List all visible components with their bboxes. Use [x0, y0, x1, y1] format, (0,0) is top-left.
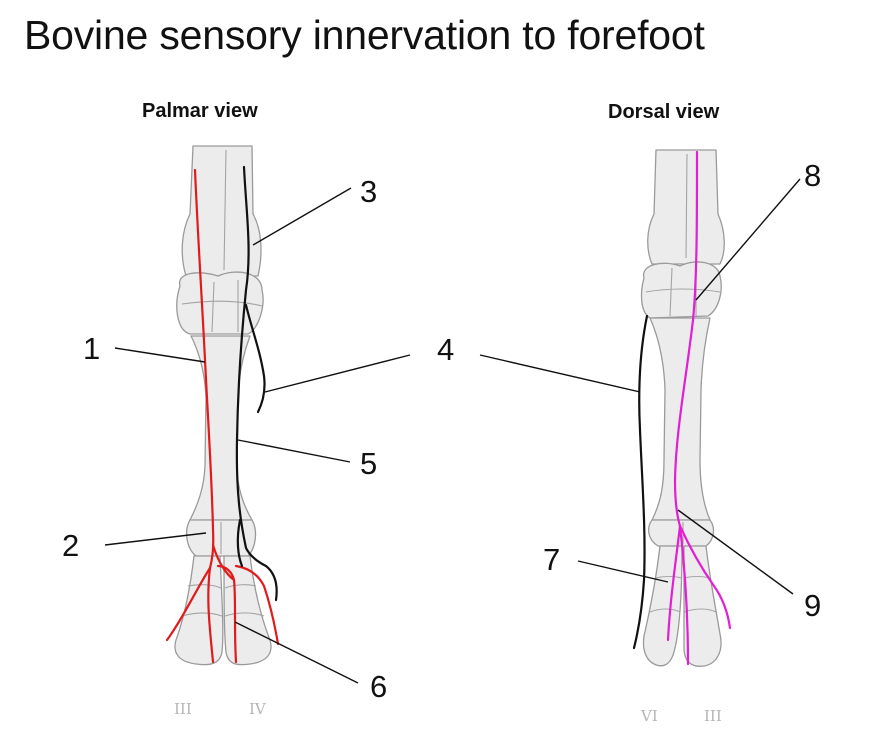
digit-labels: III IV VI III [174, 700, 722, 725]
label-3: 3 [360, 174, 377, 209]
palmar-limb [174, 145, 272, 666]
palmar-red-nerves [165, 168, 280, 664]
dorsal-carpal-bones [640, 261, 722, 319]
label-6: 6 [370, 669, 387, 704]
dorsal-digit-label-right: III [704, 707, 722, 725]
dorsal-magenta-nerves [666, 150, 732, 666]
label-4: 4 [437, 332, 454, 367]
label-2: 2 [62, 528, 79, 563]
dorsal-digit-label-left: VI [640, 707, 658, 725]
label-8: 8 [804, 158, 821, 193]
palmar-forearm-bone [181, 145, 262, 277]
palmar-carpal-bones [176, 271, 264, 335]
label-5: 5 [360, 446, 377, 481]
palmar-black-nerves [235, 165, 278, 602]
label-7: 7 [543, 542, 560, 577]
palmar-view-title: Palmar view [142, 100, 258, 122]
palmar-digit-label-right: IV [249, 700, 267, 718]
palmar-digit-label-left: III [174, 700, 192, 718]
dorsal-limb [640, 149, 725, 667]
palmar-metacarpal [189, 335, 253, 521]
dorsal-digit-III [683, 545, 722, 667]
number-labels: 1 2 3 4 5 6 7 8 9 [62, 158, 821, 704]
palmar-leader-lines [104, 187, 411, 684]
dorsal-view-title: Dorsal view [608, 101, 720, 123]
dorsal-black-nerves [632, 314, 649, 650]
label-1: 1 [83, 331, 100, 366]
page-title: Bovine sensory innervation to forefoot [24, 12, 705, 58]
palmar-digit-III [174, 555, 224, 666]
dorsal-leader-lines [479, 178, 801, 595]
label-9: 9 [804, 588, 821, 623]
